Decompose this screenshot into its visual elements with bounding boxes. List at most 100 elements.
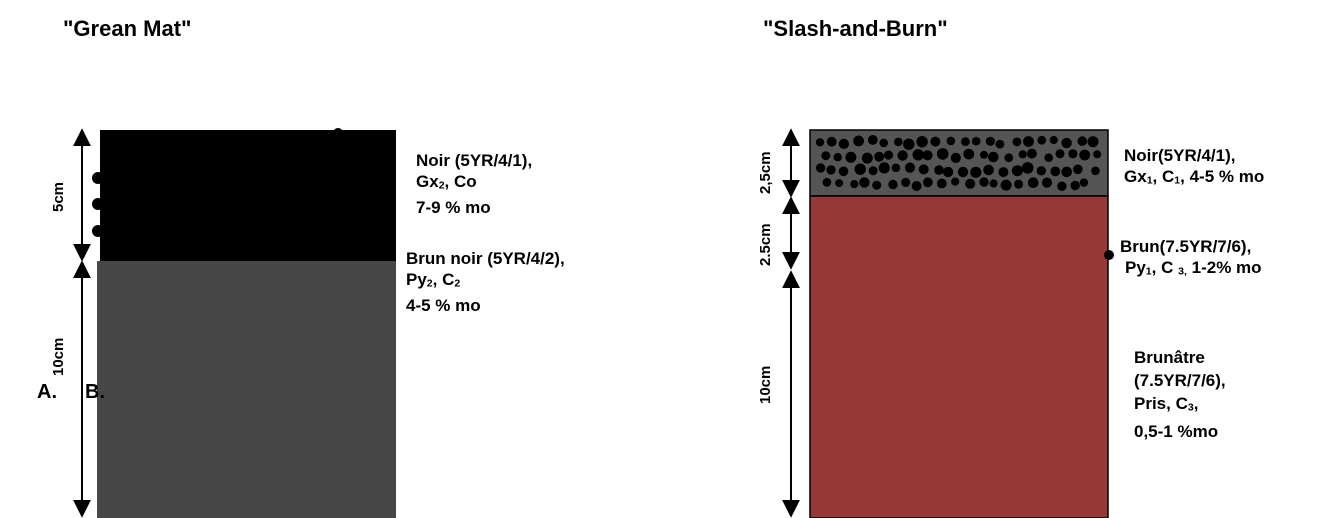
gravel-dot: [1079, 178, 1089, 187]
gravel-dot: [922, 150, 933, 161]
gravel-dot: [1073, 164, 1083, 175]
gravel-dot: [838, 166, 849, 177]
right-depth-label-10cm: 10cm: [757, 365, 774, 404]
gravel-dot: [1079, 149, 1091, 161]
right-layer3-munsell: (7.5YR/7/6),: [1134, 371, 1226, 390]
gravel-dot: [911, 181, 922, 191]
gravel-dot: [946, 136, 956, 146]
gravel-dot: [1037, 135, 1047, 145]
gravel-dot: [845, 151, 857, 163]
right-layer3-description: Brunâtre (7.5YR/7/6), Pris, C3, 0,5-1 %m…: [1134, 346, 1226, 443]
right-layer-brown: [809, 195, 1109, 518]
gravel-dot: [903, 138, 915, 150]
gravel-dot: [942, 166, 954, 178]
left-depth-label-10cm: 10cm: [50, 337, 67, 376]
gravel-dot: [934, 165, 944, 175]
gravel-dot: [868, 166, 878, 176]
left-layer1-structure: Gx2, Co: [416, 172, 477, 192]
gravel-dot: [1000, 179, 1012, 191]
gravel-dot: [963, 148, 975, 160]
gravel-dots: [815, 135, 1102, 191]
gravel-dot: [901, 177, 911, 187]
gravel-dot: [988, 151, 999, 163]
gravel-dot: [1023, 136, 1034, 147]
right-depth-label-2-5cm-top: 2,5cm: [757, 151, 774, 194]
gravel-dot: [1055, 149, 1065, 159]
gravel-dot: [894, 137, 903, 147]
gravel-dot: [850, 180, 859, 189]
panel-label-b: B.: [85, 381, 105, 403]
gravel-dot: [888, 179, 898, 190]
right-profile-title: "Slash-and-Burn": [763, 16, 948, 41]
gravel-dot: [930, 136, 941, 147]
gravel-dot: [980, 150, 988, 159]
gravel-dot: [826, 136, 837, 147]
gravel-dot: [983, 164, 994, 176]
left-layer-bottom-gray: [97, 261, 396, 518]
gravel-dot: [1044, 153, 1053, 162]
gravel-dot: [1093, 150, 1102, 159]
panel-label-a: A.: [37, 381, 57, 403]
gravel-dot: [897, 150, 908, 161]
gravel-dot: [821, 151, 831, 161]
left-layer1-description: Noir (5YR/4/1), Gx2, Co 7-9 % mo: [416, 150, 532, 218]
gravel-dot: [951, 177, 960, 186]
gravel-dot: [835, 179, 844, 188]
gravel-dot: [878, 162, 890, 174]
gravel-dot: [854, 163, 866, 175]
gravel-dot: [1049, 135, 1058, 145]
gravel-dot: [985, 136, 996, 146]
left-layer2-structure: Py2, C2: [406, 270, 461, 290]
gravel-dot: [838, 138, 850, 149]
gravel-dot: [1061, 166, 1072, 178]
gravel-dot: [957, 166, 969, 178]
left-layer1-color: Noir (5YR/4/1),: [416, 151, 533, 170]
gravel-dot: [961, 137, 970, 147]
gravel-dot: [1021, 162, 1034, 174]
right-layer3-color: Brunâtre: [1134, 348, 1205, 367]
left-layer-top-black: [100, 130, 396, 261]
right-layer1-description: Noir(5YR/4/1), Gx1, C1, 4-5 % mo: [1124, 145, 1264, 192]
gravel-dot: [1011, 165, 1023, 177]
gravel-dot: [1014, 179, 1024, 189]
gravel-dot: [965, 178, 976, 189]
left-profile-title: "Grean Mat": [63, 16, 192, 41]
gravel-dot: [1070, 180, 1080, 191]
left-edge-dots: [92, 128, 343, 237]
gravel-dot: [1036, 166, 1047, 176]
gravel-dot: [867, 135, 878, 145]
right-layer2-color: Brun(7.5YR/7/6),: [1120, 237, 1252, 256]
gravel-dot: [1061, 137, 1072, 149]
right-layer2-properties: Py1, C 3, 1-2% mo: [1125, 258, 1262, 278]
left-layer2-description: Brun noir (5YR/4/2), Py2, C2 4-5 % mo: [406, 248, 565, 316]
gravel-dot: [936, 178, 947, 189]
gravel-dot: [826, 165, 836, 175]
gravel-dot: [833, 153, 842, 162]
gravel-dot: [936, 148, 949, 160]
right-layer1-properties: Gx1, C1, 4-5 % mo: [1124, 167, 1265, 187]
gravel-dot: [891, 163, 901, 173]
right-layer3-structure: Pris, C3,: [1134, 394, 1199, 414]
gravel-dot: [1026, 148, 1037, 159]
gravel-dot: [971, 136, 981, 146]
left-depth-label-5cm: 5cm: [50, 181, 67, 212]
gravel-dot: [989, 179, 998, 188]
gravel-dot: [970, 166, 982, 178]
gravel-dot: [1027, 177, 1039, 188]
gravel-dot: [1018, 150, 1027, 159]
right-layer2-description: Brun(7.5YR/7/6), Py1, C 3, 1-2% mo: [1120, 236, 1262, 283]
gravel-dot: [1068, 149, 1078, 159]
gravel-dot: [1057, 181, 1067, 191]
gravel-dot: [859, 177, 870, 188]
gravel-dot: [822, 177, 832, 187]
gravel-dot: [916, 136, 928, 148]
gravel-dot: [904, 162, 916, 173]
gravel-dot: [1050, 166, 1061, 177]
gravel-dot: [853, 135, 864, 147]
gravel-dot: [998, 167, 1009, 178]
gravel-dot: [918, 164, 929, 175]
left-layer1-organic-matter: 7-9 % mo: [416, 197, 491, 217]
right-depth-label-2-5cm-mid: 2.5cm: [757, 223, 774, 266]
gravel-dot: [815, 138, 825, 147]
